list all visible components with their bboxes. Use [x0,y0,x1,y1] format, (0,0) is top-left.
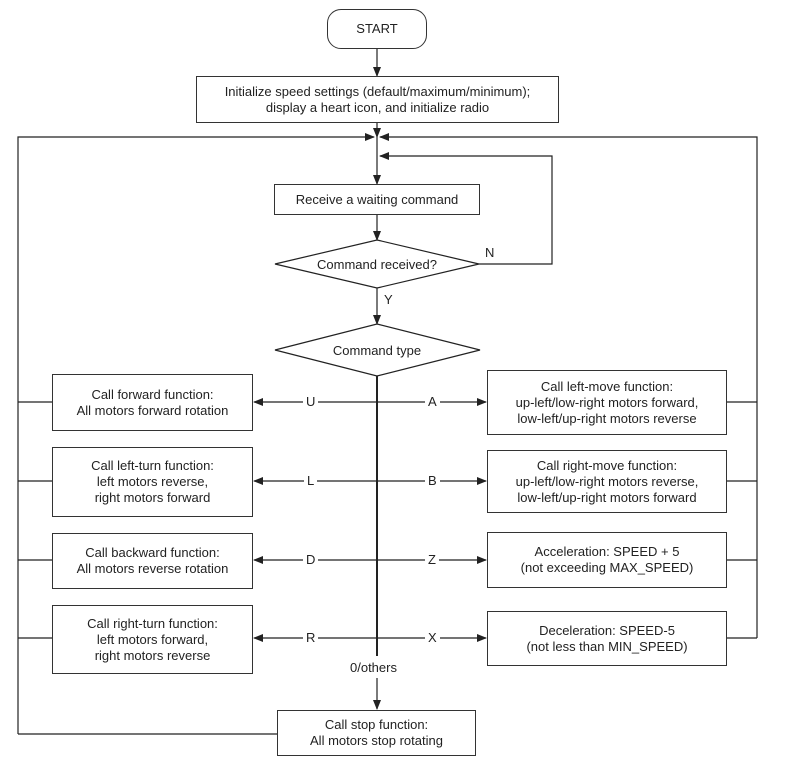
receive-label: Receive a waiting command [295,191,459,207]
no-label: N [485,245,495,260]
left-return-bus [17,133,375,734]
type-diamond [274,323,481,377]
decel-line-2: (not less than MIN_SPEED) [526,638,688,654]
key-a-label: A [425,394,440,410]
forward-box: Call forward function: All motors forwar… [52,374,253,431]
forward-line-1: Call forward function: [91,386,214,402]
stop-line-2: All motors stop rotating [310,733,443,748]
left-move-box: Call left-move function: up-left/low-rig… [487,370,727,435]
key-z-label: Z [425,552,439,568]
key-l-label: L [304,473,318,489]
right-turn-line-3: right motors reverse [94,647,211,663]
left-turn-line-2: left motors reverse, [96,474,209,489]
right-turn-line-1: Call right-turn function: [87,615,218,631]
left-move-line-3: low-left/up-right motors reverse [517,410,697,426]
accel-line-2: (not exceeding MAX_SPEED) [520,560,694,575]
key-r-label: R [303,630,319,646]
stop-box: Call stop function: All motors stop rota… [277,710,476,756]
right-return-bus [379,133,758,638]
decel-box: Deceleration: SPEED-5 (not less than MIN… [487,611,727,666]
left-turn-box: Call left-turn function: left motors rev… [52,447,253,517]
backward-line-2: All motors reverse rotation [76,561,229,576]
left-move-line-1: Call left-move function: [540,378,674,394]
init-line-2: display a heart icon, and initialize rad… [265,99,490,115]
key-d-label: D [303,552,319,568]
accel-box: Acceleration: SPEED + 5 (not exceeding M… [487,532,727,588]
decel-line-1: Deceleration: SPEED-5 [539,622,675,638]
start-terminal: START [327,9,427,49]
init-line-1: Initialize speed settings (default/maxim… [224,83,531,99]
init-box: Initialize speed settings (default/maxim… [196,76,559,123]
backward-line-1: Call backward function: [85,545,220,560]
right-move-box: Call right-move function: up-left/low-ri… [487,450,727,513]
yes-label: Y [384,292,393,307]
left-turn-line-3: right motors forward [94,490,211,505]
right-turn-line-2: left motors forward, [96,631,209,647]
check-label: Command received? [317,257,437,272]
right-move-line-2: up-left/low-right motors reverse, [515,473,699,489]
right-move-line-1: Call right-move function: [536,457,678,473]
right-move-line-3: low-left/up-right motors forward [517,489,697,505]
stop-line-1: Call stop function: [324,717,429,732]
accel-line-1: Acceleration: SPEED + 5 [534,544,680,559]
left-move-line-2: up-left/low-right motors forward, [515,394,699,410]
backward-box: Call backward function: All motors rever… [52,533,253,589]
start-label: START [356,21,398,36]
key-x-label: X [425,630,440,646]
check-diamond [274,239,480,289]
key-u-label: U [303,394,319,410]
forward-line-2: All motors forward rotation [76,402,229,418]
others-label: 0/others [347,660,400,676]
key-b-label: B [425,473,440,489]
type-label: Command type [332,343,422,358]
n-loop-path [379,152,553,265]
receive-box: Receive a waiting command [274,184,480,215]
right-turn-box: Call right-turn function: left motors fo… [52,605,253,674]
left-turn-line-1: Call left-turn function: [91,458,214,473]
